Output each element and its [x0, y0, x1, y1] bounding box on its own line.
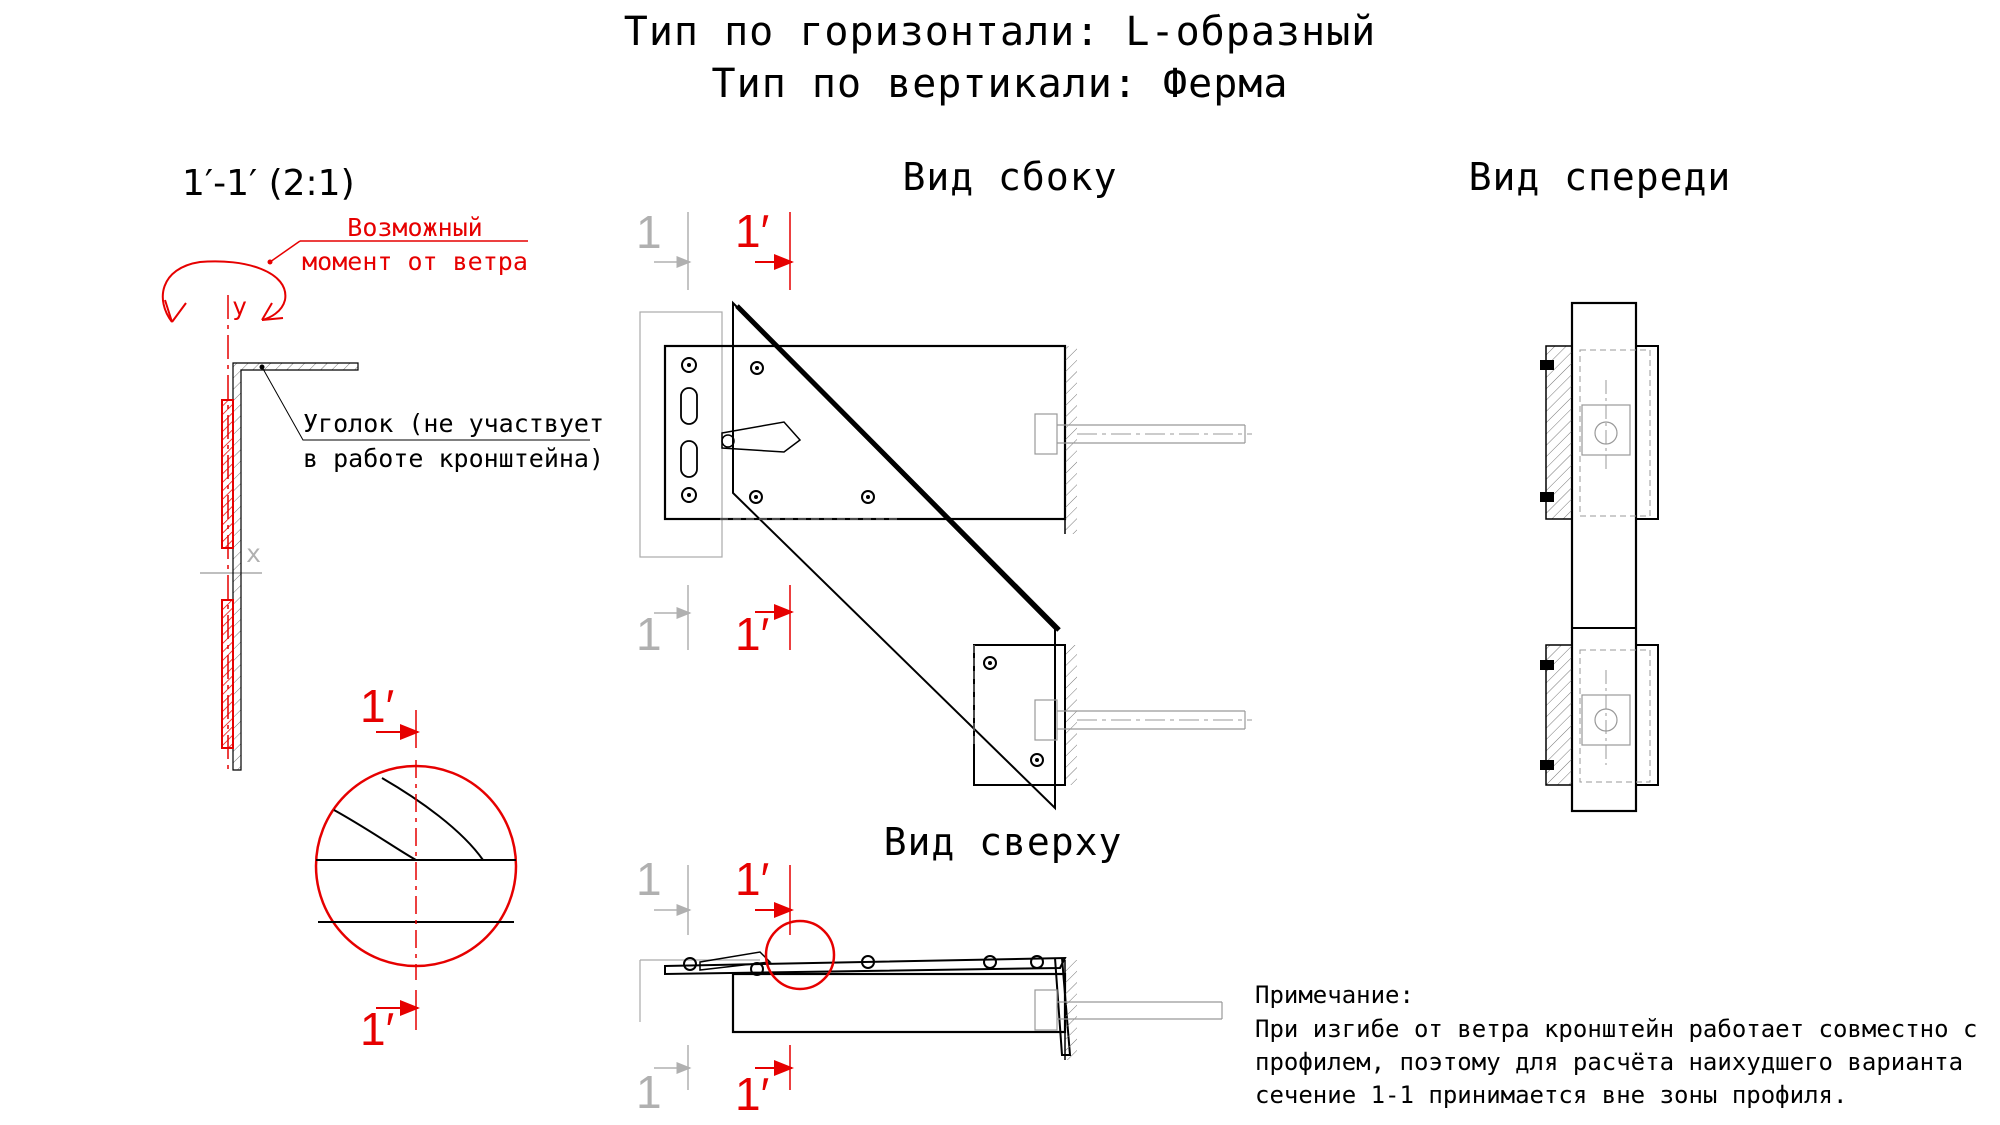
axis-x-label: x [246, 539, 261, 568]
side-mark-top-grey: 1 [636, 206, 662, 258]
side-view-bracket [639, 300, 1252, 811]
header-type-horizontal: Тип по горизонтали: L-образный [624, 9, 1376, 55]
top-mark-bottom-red: 1′ [735, 1068, 769, 1120]
side-mark-bottom-red: 1′ [735, 608, 769, 660]
moment-label-line1: Возможный [347, 213, 482, 242]
top-mark-top-grey: 1 [636, 853, 662, 905]
top-view-bracket [639, 919, 1223, 1060]
note-line3: сечение 1-1 принимается вне зоны профиля… [1255, 1081, 1847, 1109]
top-mark-bottom-grey: 1 [636, 1066, 662, 1118]
side-mark-bottom-grey: 1 [636, 608, 662, 660]
moment-label-line2: момент от ветра [302, 247, 528, 276]
note-block: Примечание: При изгибе от ветра кронштей… [1255, 981, 1977, 1109]
front-view-title: Вид спереди [1469, 155, 1732, 199]
note-line2: профилем, поэтому для расчёта наихудшего… [1255, 1048, 1963, 1076]
corner-note-line2: в работе кронштейна) [303, 444, 604, 473]
axis-y-label: y [232, 292, 247, 321]
section-profile: y x Уголок (не участвует в работе кроншт… [200, 292, 604, 771]
section-label: 1′-1′ (2:1) [182, 163, 355, 204]
side-view-section-marks: 1 1′ 1 1′ [636, 205, 794, 660]
corner-note-line1: Уголок (не участвует [303, 409, 604, 438]
detail-mark-bottom: 1′ [360, 1003, 394, 1055]
front-view-bracket [1540, 301, 1659, 813]
detail-mark-top: 1′ [360, 680, 394, 732]
side-view-title: Вид сбоку [903, 155, 1118, 199]
top-view-section-marks: 1 1′ 1 1′ [636, 853, 794, 1120]
wind-moment-annotation: Возможный момент от ветра [161, 213, 528, 323]
weld-detail: 1′ 1′ [314, 680, 518, 1055]
note-heading: Примечание: [1255, 981, 1414, 1009]
header-type-vertical: Тип по вертикали: Ферма [712, 61, 1289, 107]
note-line1: При изгибе от ветра кронштейн работает с… [1255, 1015, 1977, 1043]
top-mark-top-red: 1′ [735, 853, 769, 905]
top-view-title: Вид сверху [884, 820, 1123, 864]
side-mark-top-red: 1′ [735, 205, 769, 257]
